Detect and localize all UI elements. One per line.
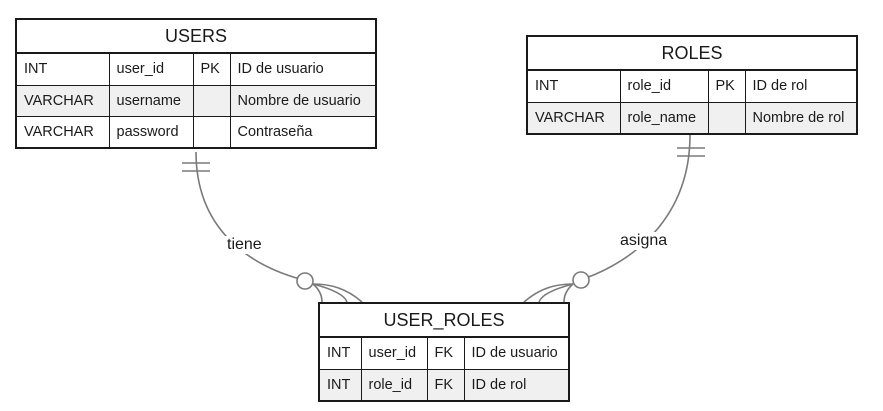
entity-roles[interactable]: ROLES INT role_id PK ID de rol VARCHAR r… [526,35,858,135]
zero-mark-user-roles-left [296,272,314,290]
attr-field: role_name [620,102,709,133]
attribute-row: INT user_id FK ID de usuario [320,338,568,370]
attr-desc: Nombre de usuario [230,85,375,117]
attr-key: PK [193,54,231,86]
attr-desc: ID de rol [745,71,856,103]
attr-field: role_id [361,369,428,400]
attr-key: PK [708,71,746,103]
relationship-line-asigna [585,134,691,279]
entity-attributes: INT role_id PK ID de rol VARCHAR role_na… [528,71,856,133]
attr-key [193,116,231,147]
attr-key [708,102,746,133]
entity-attributes: INT user_id PK ID de usuario VARCHAR use… [17,54,375,147]
attr-desc: ID de usuario [230,54,375,86]
entity-title: ROLES [528,37,856,71]
attribute-row: VARCHAR role_name Nombre de rol [528,102,856,133]
attr-type: INT [320,338,362,370]
attr-desc: Contraseña [237,123,313,140]
attr-field: username [109,85,194,117]
zero-mark-user-roles-right [572,271,590,289]
relationship-label-asigna: asigna [618,232,670,250]
relationship-line-tiene [195,151,301,280]
entity-title: USER_ROLES [320,304,568,338]
attribute-row: VARCHAR username Nombre de usuario [17,85,375,117]
crowfoot-user-roles-right [523,283,574,303]
attr-field: role_id [620,71,709,103]
attr-desc: ID de rol [464,369,568,400]
attr-type: INT [320,369,362,400]
attr-type: VARCHAR [17,116,110,147]
attr-key [193,85,231,117]
attribute-row: INT role_id PK ID de rol [528,71,856,103]
attr-field: password [109,116,194,147]
attribute-row: INT role_id FK ID de rol [320,369,568,400]
attribute-row: VARCHAR password Contraseña [17,116,375,147]
attr-type: INT [528,71,621,103]
entity-user-roles[interactable]: USER_ROLES INT user_id FK ID de usuario … [318,302,570,402]
attr-desc: ID de usuario [464,338,568,370]
crowfoot-user-roles-left [312,283,363,303]
attr-field: user_id [361,338,428,370]
entity-title: USERS [17,20,375,54]
attribute-row: INT user_id PK ID de usuario [17,54,375,86]
attr-field: user_id [109,54,194,86]
attr-type: VARCHAR [17,85,110,117]
attr-desc: Nombre de rol [745,102,856,133]
attr-type: VARCHAR [528,102,621,133]
entity-users[interactable]: USERS INT user_id PK ID de usuario VARCH… [15,18,377,149]
attr-key: FK [427,369,465,400]
attr-type: INT [17,54,110,86]
attr-key: FK [427,338,465,370]
relationship-label-tiene: tiene [225,236,264,254]
entity-attributes: INT user_id FK ID de usuario INT role_id… [320,338,568,400]
